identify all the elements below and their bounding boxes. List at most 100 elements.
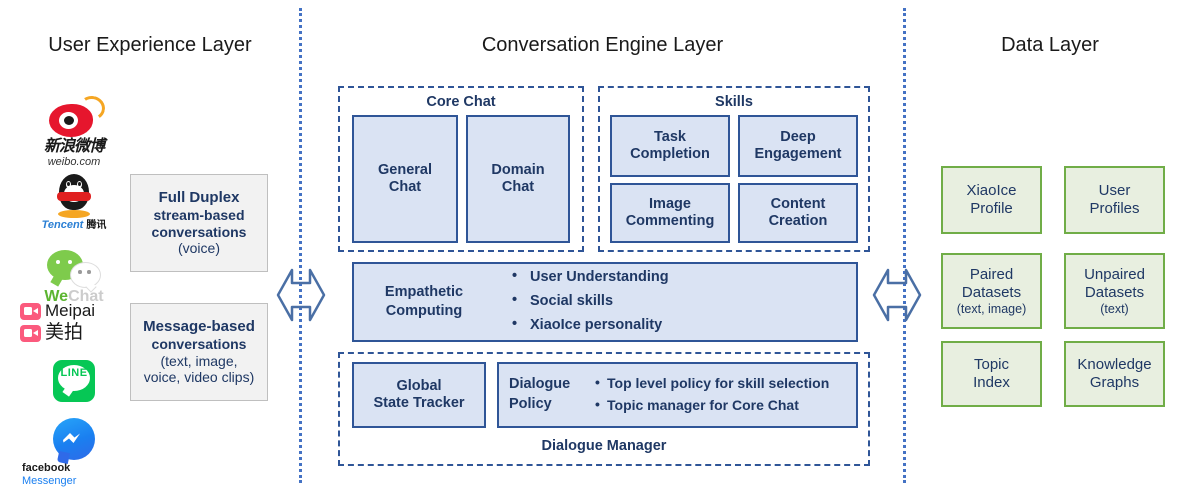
- empathetic-computing-line-2: Computing: [385, 303, 463, 319]
- dialogue-policy-line-1: Dialogue: [509, 376, 571, 393]
- image-commenting-line-1: Image: [649, 195, 691, 212]
- box-xiaoice-profile: XiaoIce Profile: [941, 166, 1042, 234]
- task-completion-line-1: Task: [654, 128, 686, 145]
- knowledge-graphs-line-1: Knowledge: [1077, 356, 1152, 373]
- empathetic-bullet-1: User Understanding: [510, 265, 669, 290]
- user-profiles-line-2: Profiles: [1089, 200, 1140, 217]
- empathetic-computing-bullets: User Understanding Social skills XiaoIce…: [510, 265, 669, 338]
- group-skills: Skills: [598, 86, 870, 252]
- topic-index-line-2: Index: [973, 374, 1010, 391]
- topic-index-line-1: Topic: [973, 356, 1010, 373]
- ux-box-full-duplex: Full Duplex stream-based conversations (…: [130, 174, 268, 272]
- empathetic-bullet-2: Social skills: [510, 289, 669, 314]
- meipai-icon: [20, 302, 41, 320]
- box-empathetic-computing: Empathetic Computing User Understanding …: [352, 262, 858, 342]
- box-image-commenting: Image Commenting: [610, 183, 730, 243]
- dialogue-policy-bullet-2: Topic manager for Core Chat: [593, 394, 829, 417]
- knowledge-graphs-line-2: Graphs: [1089, 374, 1140, 391]
- box-deep-engagement: Deep Engagement: [738, 115, 858, 177]
- line-label: LINE: [60, 367, 88, 379]
- message-based-line-2: (text, image,: [160, 352, 238, 369]
- box-content-creation: Content Creation: [738, 183, 858, 243]
- general-chat-line-2: Chat: [388, 179, 422, 195]
- paired-datasets-line-1: Paired: [969, 265, 1014, 283]
- unpaired-datasets-line-1: Unpaired: [1084, 265, 1145, 283]
- arrow-engine-to-data-icon: [872, 266, 922, 329]
- meipai-label-cn: 美拍: [45, 321, 84, 343]
- weibo-label-domain: weibo.com: [47, 155, 101, 168]
- logo-meipai: Meipai 美拍: [20, 301, 128, 344]
- full-duplex-line-2: conversations: [151, 223, 247, 240]
- box-domain-chat: Domain Chat: [466, 115, 570, 243]
- weibo-icon: [45, 93, 107, 138]
- full-duplex-title: Full Duplex: [158, 188, 240, 206]
- logo-wechat: WeChat: [28, 250, 120, 306]
- dialogue-policy-bullets: Top level policy for skill selection Top…: [593, 372, 829, 417]
- logo-weibo: 新浪微博 weibo.com: [28, 93, 120, 168]
- dialogue-policy-bullet-1: Top level policy for skill selection: [593, 372, 829, 395]
- logo-facebook-messenger: facebook Messenger: [22, 418, 126, 488]
- group-dialogue-manager: Dialogue Manager: [338, 352, 870, 466]
- logo-tencent-qq: Tencent 腾讯: [28, 172, 120, 232]
- empathetic-computing-label: Empathetic Computing: [368, 283, 480, 321]
- xiaoice-profile-line-1: XiaoIce: [966, 182, 1017, 199]
- box-task-completion: Task Completion: [610, 115, 730, 177]
- meipai-icon-cn: [20, 324, 41, 342]
- paired-datasets-line-3: (text, image): [956, 301, 1027, 316]
- group-title-core-chat: Core Chat: [426, 94, 496, 110]
- domain-chat-line-2: Chat: [501, 179, 535, 195]
- unpaired-datasets-line-2: Datasets: [1084, 283, 1145, 301]
- general-chat-line-1: General: [378, 161, 432, 178]
- layer-title-conversation-engine: Conversation Engine Layer: [481, 34, 724, 56]
- empathetic-bullet-3: XiaoIce personality: [510, 313, 669, 338]
- tencent-label: Tencent 腾讯: [42, 219, 107, 232]
- weibo-label-cn: 新浪微博: [43, 138, 105, 155]
- facebook-label: facebook: [22, 462, 71, 474]
- wechat-label-chat: Chat: [68, 288, 104, 305]
- paired-datasets-line-2: Datasets: [961, 283, 1022, 301]
- message-based-line-3: voice, video clips): [143, 369, 255, 386]
- messenger-label: Messenger: [22, 475, 77, 488]
- content-creation-line-1: Content: [770, 195, 826, 212]
- tencent-label-en: Tencent: [41, 219, 84, 231]
- dialogue-policy-line-2: Policy: [509, 396, 552, 412]
- dialogue-policy-label: Dialogue Policy: [509, 375, 585, 414]
- messenger-bolt-icon: [63, 433, 80, 443]
- content-creation-line-2: Creation: [768, 213, 828, 229]
- group-title-skills: Skills: [715, 94, 753, 110]
- group-core-chat: Core Chat: [338, 86, 584, 252]
- box-general-chat: General Chat: [352, 115, 458, 243]
- global-state-tracker-line-2: State Tracker: [373, 395, 465, 411]
- facebook-messenger-label: facebook Messenger: [22, 462, 126, 488]
- box-dialogue-policy: Dialogue Policy Top level policy for ski…: [497, 362, 858, 428]
- wechat-icon: [47, 250, 101, 288]
- box-knowledge-graphs: Knowledge Graphs: [1064, 341, 1165, 407]
- messenger-icon: [53, 418, 95, 460]
- ux-box-message-based: Message-based conversations (text, image…: [130, 303, 268, 401]
- tencent-label-cn: 腾讯: [86, 220, 107, 231]
- wechat-label-we: We: [44, 288, 69, 305]
- line-icon: LINE: [53, 360, 95, 402]
- image-commenting-line-2: Commenting: [625, 213, 715, 229]
- deep-engagement-line-1: Deep: [780, 128, 816, 145]
- qq-penguin-icon: [54, 172, 94, 218]
- xiaoice-profile-line-2: Profile: [970, 200, 1013, 217]
- box-topic-index: Topic Index: [941, 341, 1042, 407]
- deep-engagement-line-2: Engagement: [754, 146, 842, 162]
- layer-title-data: Data Layer: [1001, 34, 1099, 56]
- global-state-tracker-line-1: Global: [396, 377, 442, 394]
- message-based-line-1: conversations: [151, 335, 247, 352]
- arrow-ux-to-engine-icon: [276, 266, 326, 329]
- empathetic-computing-line-1: Empathetic: [384, 284, 464, 301]
- task-completion-line-2: Completion: [630, 146, 710, 162]
- box-unpaired-datasets: Unpaired Datasets (text): [1064, 253, 1165, 329]
- group-title-dialogue-manager: Dialogue Manager: [541, 438, 667, 454]
- wechat-label: WeChat: [44, 288, 103, 306]
- box-global-state-tracker: Global State Tracker: [352, 362, 486, 428]
- domain-chat-line-1: Domain: [491, 161, 545, 178]
- user-profiles-line-1: User: [1098, 182, 1131, 199]
- layer-title-user-experience: User Experience Layer: [48, 34, 252, 56]
- logo-line: LINE: [28, 360, 120, 402]
- message-based-title: Message-based: [143, 317, 255, 335]
